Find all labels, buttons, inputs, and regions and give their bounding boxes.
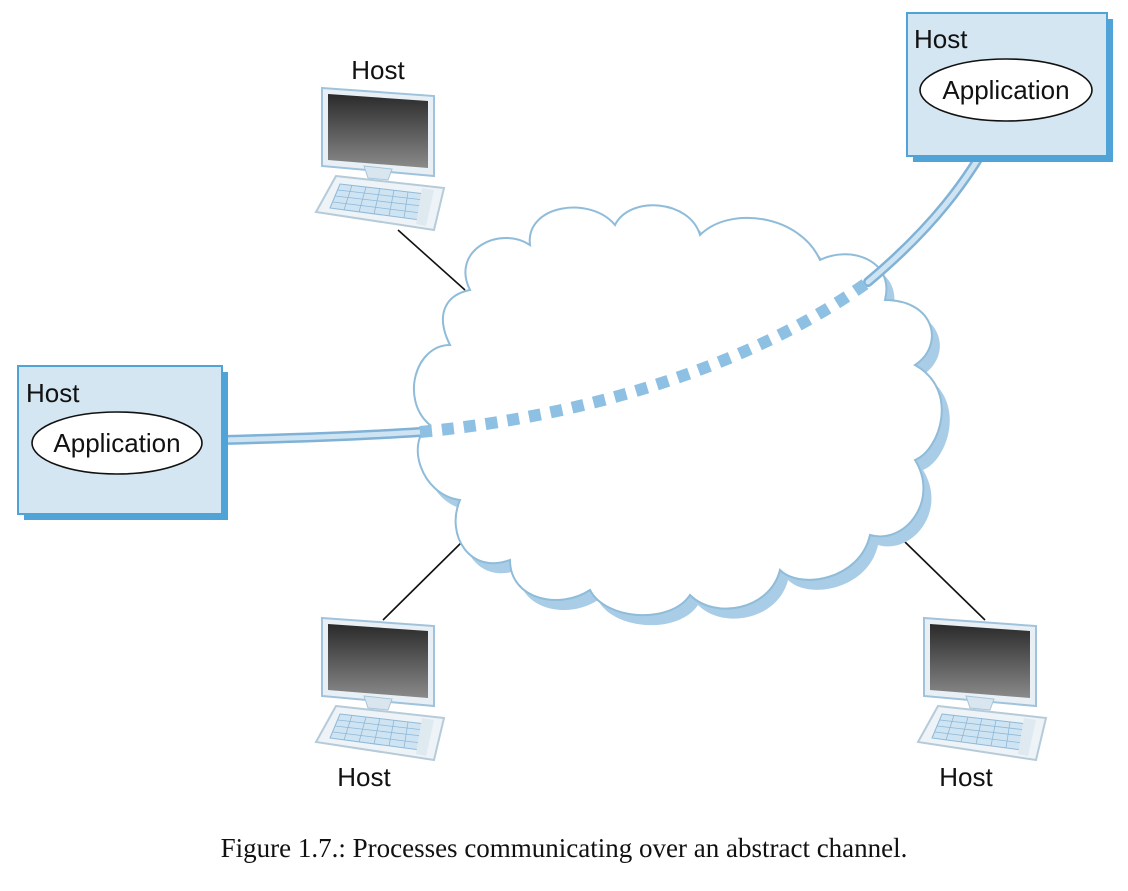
host-box-right: Host Application	[906, 12, 1113, 162]
application-label-left: Application	[53, 428, 180, 458]
abstract-channel-dashed	[419, 277, 872, 438]
host-box-left: Host Application	[17, 365, 228, 520]
application-label-right: Application	[942, 75, 1069, 105]
link-bottom-left	[382, 537, 467, 621]
application-ellipse-left	[31, 411, 203, 475]
host-box-left-label: Host	[26, 378, 80, 408]
network-cloud	[413, 204, 943, 616]
laptop-icon-bottom-right	[917, 617, 1047, 761]
host-label-top-left: Host	[351, 55, 405, 85]
host-label-bottom-right: Host	[939, 762, 993, 792]
host-label-bottom-left: Host	[337, 762, 391, 792]
link-bottom-right	[904, 541, 986, 621]
laptop-icon-bottom-left	[315, 617, 445, 761]
laptop-icon-top-left	[315, 87, 445, 231]
channel-tube-left	[217, 427, 425, 445]
host-box-right-label: Host	[914, 24, 968, 54]
link-top-left	[397, 229, 466, 291]
figure-caption: Figure 1.7.: Processes communicating ove…	[220, 833, 908, 863]
application-ellipse-right	[919, 58, 1093, 122]
